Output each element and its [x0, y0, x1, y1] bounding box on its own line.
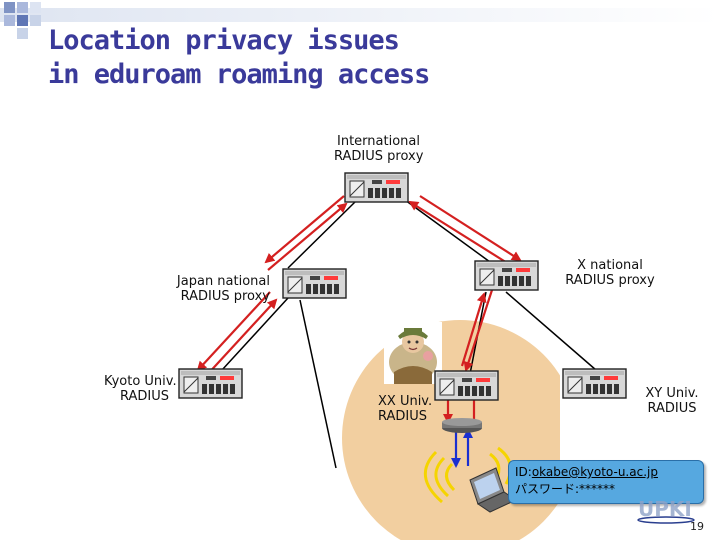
traveler-user-icon [384, 322, 442, 384]
japan-proxy-label: Japan national RADIUS proxy [160, 274, 270, 304]
xy-univ-label-line2: RADIUS [647, 401, 697, 416]
kyoto-univ-server-icon [178, 368, 243, 399]
japan-proxy-label-line2: RADIUS proxy [180, 289, 270, 304]
slide-title-line-2: in eduroam roaming access [48, 59, 430, 90]
user-id-prefix: ID: [515, 465, 532, 479]
red-auth-arrows [196, 195, 522, 424]
credentials-callout: ID:okabe@kyoto-u.ac.jp パスワード:****** [508, 460, 704, 504]
slide-title: Location privacy issues in eduroam roami… [48, 24, 430, 92]
upki-logo: UPKI [637, 497, 695, 524]
international-proxy-label: International RADIUS proxy [334, 134, 423, 164]
access-point-icon [442, 418, 482, 433]
international-proxy-label-line1: International [337, 134, 420, 149]
xx-univ-label-line2: RADIUS [378, 409, 428, 424]
xy-univ-label-line1: XY Univ. [645, 386, 699, 401]
user-id-value[interactable]: okabe@kyoto-u.ac.jp [531, 465, 658, 479]
page-number: 19 [690, 520, 704, 533]
x-national-proxy-label: X national RADIUS proxy [560, 258, 660, 288]
x-national-proxy-server-icon [474, 260, 539, 291]
laptop-icon [469, 467, 518, 513]
xy-univ-server-icon [562, 368, 627, 399]
blue-access-arrows [451, 428, 473, 468]
xx-univ-label-line1: XX Univ. [378, 394, 433, 409]
kyoto-univ-label-line2: RADIUS [120, 389, 170, 404]
user-id-line: ID:okabe@kyoto-u.ac.jp [515, 464, 697, 481]
japan-proxy-label-line1: Japan national [176, 274, 270, 289]
xy-univ-label: XY Univ. RADIUS [636, 386, 708, 416]
password-line: パスワード:****** [515, 482, 616, 496]
international-proxy-server-icon [344, 172, 409, 203]
x-national-proxy-label-line2: RADIUS proxy [565, 273, 655, 288]
x-national-proxy-label-line1: X national [577, 258, 643, 273]
slide-title-line-1: Location privacy issues [48, 25, 400, 56]
kyoto-univ-label: Kyoto Univ. RADIUS [104, 374, 186, 404]
xx-univ-server-icon [434, 370, 499, 401]
international-proxy-label-line2: RADIUS proxy [334, 149, 424, 164]
xx-univ-label: XX Univ. RADIUS [378, 394, 432, 424]
kyoto-univ-label-line1: Kyoto Univ. [104, 374, 177, 389]
corner-decoration [0, 2, 720, 39]
japan-proxy-server-icon [282, 268, 347, 299]
